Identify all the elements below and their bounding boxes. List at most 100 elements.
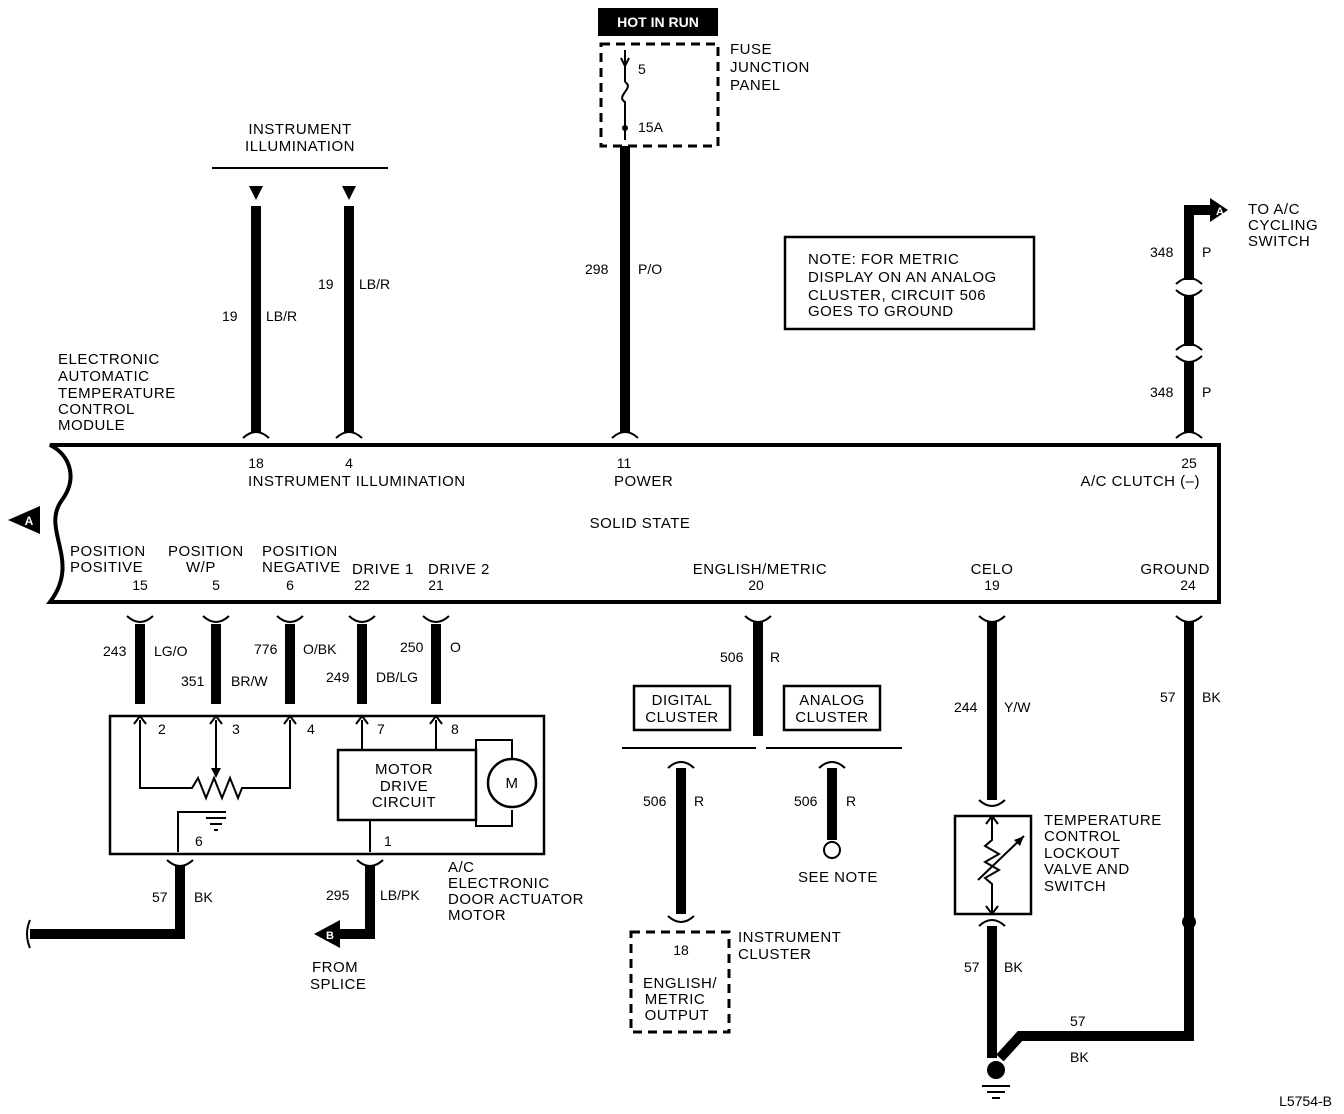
wire-348-a-circuit: 348 — [1150, 244, 1174, 260]
svg-text:DRIVE 2: DRIVE 2 — [428, 561, 490, 578]
digital-cluster-label-2: CLUSTER — [645, 709, 719, 726]
pin-25-number: 25 — [1181, 455, 1197, 471]
pin-24-label: GROUND 24 — [1140, 561, 1210, 593]
wire-57-c-color: BK — [1202, 689, 1221, 705]
pin-11-number: 11 — [617, 455, 632, 471]
pin-6-label: POSITION NEGATIVE 6 — [262, 543, 340, 593]
ground-terminal — [987, 1061, 1005, 1079]
svg-text:METRIC: METRIC — [645, 991, 706, 1008]
svg-text:21: 21 — [428, 577, 444, 593]
svg-text:INSTRUMENT: INSTRUMENT — [738, 929, 841, 946]
svg-text:SWITCH: SWITCH — [1044, 878, 1106, 895]
wire-250-color: O — [450, 639, 461, 655]
analog-cluster-label-2: CLUSTER — [795, 709, 869, 726]
svg-text:ENGLISH/METRIC: ENGLISH/METRIC — [693, 561, 828, 578]
wire-57-b-color: BK — [1004, 959, 1023, 975]
wire-348-a-color: P — [1202, 244, 1211, 260]
arrow-down-icon — [342, 186, 356, 200]
wire-295-color: LB/PK — [380, 887, 420, 903]
connector-a-left — [8, 506, 40, 534]
svg-text:GOES TO GROUND: GOES TO GROUND — [808, 303, 954, 320]
svg-text:GROUND: GROUND — [1140, 561, 1210, 578]
pin-21-label: DRIVE 2 21 — [428, 561, 490, 593]
wire-244-color: Y/W — [1004, 699, 1031, 715]
wire-298-color: P/O — [638, 261, 662, 277]
fuse-rating: 15A — [638, 119, 664, 135]
fuse-number: 5 — [638, 61, 646, 77]
arrow-down-icon — [249, 186, 263, 200]
digital-cluster-label-1: DIGITAL — [652, 692, 713, 709]
svg-text:CONTROL: CONTROL — [1044, 828, 1121, 845]
svg-text:TEMPERATURE: TEMPERATURE — [58, 385, 176, 402]
wire-57-actuator — [30, 866, 185, 939]
svg-text:ENGLISH/: ENGLISH/ — [643, 975, 717, 992]
chassis-ground-icon — [982, 1085, 1010, 1099]
svg-text:A/C: A/C — [448, 859, 475, 876]
svg-text:6: 6 — [286, 577, 294, 593]
svg-text:15: 15 — [132, 577, 148, 593]
wire-243-circuit: 243 — [103, 643, 127, 659]
pin-20-label: ENGLISH/METRIC 20 — [693, 561, 828, 593]
open-terminal-icon — [823, 841, 841, 859]
door-actuator-motor-box — [108, 714, 546, 856]
wire-57-d-circuit: 57 — [1070, 1013, 1086, 1029]
connector-a-left-label: A — [25, 514, 34, 528]
wire-348-b-circuit: 348 — [1150, 384, 1174, 400]
svg-text:POSITION: POSITION — [262, 543, 338, 560]
svg-text:DRIVE 1: DRIVE 1 — [352, 561, 414, 578]
pin-19-label: CELO 19 — [971, 561, 1013, 593]
wire-298-circuit: 298 — [585, 261, 609, 277]
svg-text:20: 20 — [748, 577, 764, 593]
pin-22-label: DRIVE 1 22 — [352, 561, 414, 593]
wire-506-c-circuit: 506 — [794, 793, 818, 809]
actuator-pin-3: 3 — [232, 721, 240, 737]
wire-348-top — [1184, 205, 1214, 280]
svg-text:DRIVE: DRIVE — [380, 778, 428, 795]
svg-text:TEMPERATURE: TEMPERATURE — [1044, 812, 1162, 829]
svg-text:22: 22 — [354, 577, 370, 593]
wire-57-a-color: BK — [194, 889, 213, 905]
fuse-junction-panel — [599, 42, 720, 148]
pin-18-number: 18 — [248, 455, 264, 471]
digital-cluster-box — [632, 684, 732, 732]
actuator-wires — [126, 615, 450, 704]
thermistor-icon — [977, 814, 1025, 916]
motor-icon — [486, 757, 538, 809]
wire-57-a-circuit: 57 — [152, 889, 168, 905]
wire-351-circuit: 351 — [181, 673, 205, 689]
fuse-icon — [621, 81, 629, 140]
actuator-pin-2: 2 — [158, 721, 166, 737]
svg-text:LOCKOUT: LOCKOUT — [1044, 845, 1120, 862]
pin-5-label: POSITION W/P 5 — [168, 543, 243, 593]
svg-text:PANEL: PANEL — [730, 77, 781, 94]
wire-506-a-circuit: 506 — [720, 649, 744, 665]
pin-4-number: 4 — [345, 455, 353, 471]
svg-text:ELECTRONIC: ELECTRONIC — [58, 351, 160, 368]
pin-15-label: POSITION POSITIVE 15 — [70, 543, 148, 593]
wire-19-b-circuit: 19 — [318, 276, 334, 292]
actuator-pin-1: 1 — [384, 833, 392, 849]
pin-11-label: POWER — [614, 473, 673, 490]
arrow-icon — [620, 57, 630, 69]
connector-b — [314, 920, 340, 948]
wire-506-b-color: R — [694, 793, 704, 809]
hot-in-run-banner — [598, 8, 718, 36]
svg-text:OUTPUT: OUTPUT — [645, 1007, 710, 1024]
control-module-body — [45, 443, 1221, 604]
actuator-name: A/C ELECTRONIC DOOR ACTUATOR MOTOR — [448, 859, 583, 924]
pin-18-label: INSTRUMENT ILLUMINATION — [248, 473, 466, 490]
svg-text:MODULE: MODULE — [58, 417, 125, 434]
fuse-panel-label: FUSE JUNCTION PANEL — [730, 41, 809, 94]
svg-text:W/P: W/P — [186, 559, 216, 576]
wire-776-color: O/BK — [303, 641, 337, 657]
analog-cluster-label-1: ANALOG — [799, 692, 865, 709]
wire-295-circuit: 295 — [326, 887, 350, 903]
figure-id: L5754-B — [1279, 1093, 1332, 1109]
motor-drive-circuit — [336, 748, 478, 822]
instrument-cluster-pin: 18 — [673, 942, 689, 958]
svg-text:NOTE: FOR METRIC: NOTE: FOR METRIC — [808, 251, 959, 268]
wire-295 — [340, 866, 375, 939]
svg-text:SPLICE: SPLICE — [310, 976, 366, 993]
svg-text:19: 19 — [984, 577, 1000, 593]
svg-text:5: 5 — [212, 577, 220, 593]
